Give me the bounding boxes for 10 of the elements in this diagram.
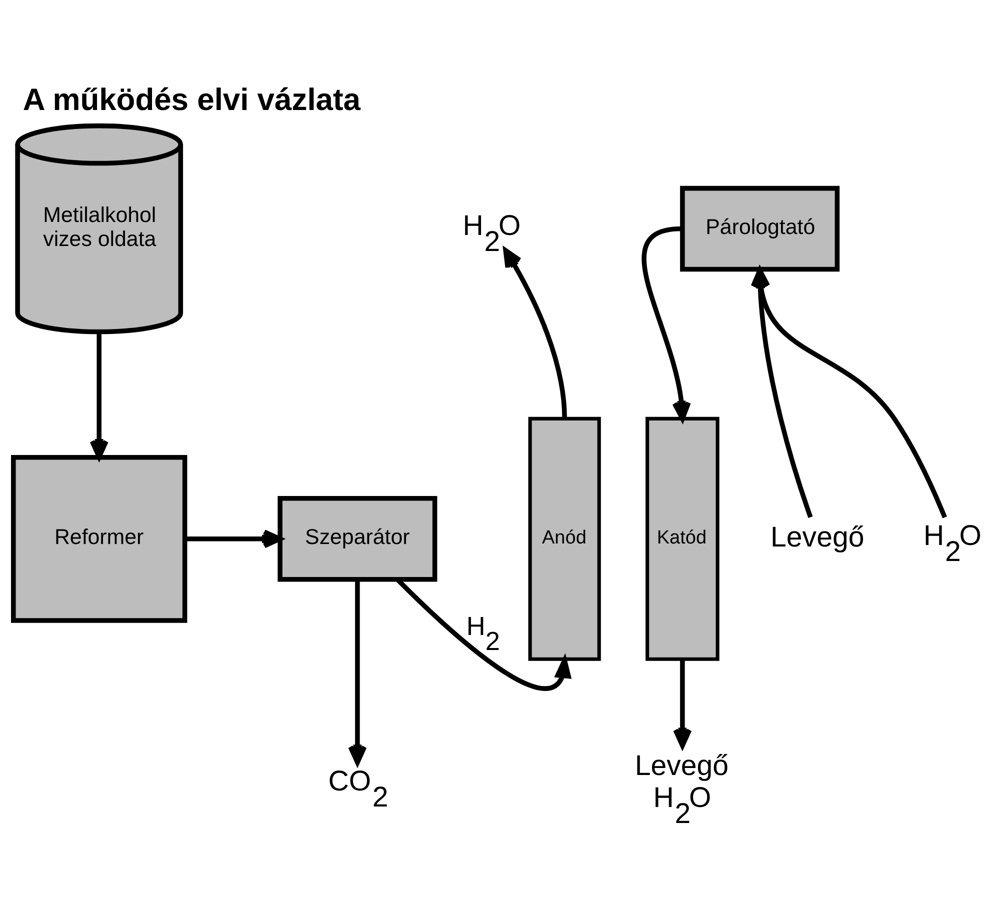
node-box: Párologtató — [680, 186, 840, 272]
node-box: Anód — [528, 416, 601, 661]
node-box: Katód — [646, 416, 720, 661]
arrow — [503, 248, 567, 419]
diagram-title: A működés elvi vázlata — [22, 82, 361, 118]
node-text: Levegő — [770, 521, 864, 554]
arrow — [642, 226, 691, 422]
node-box: Reformer — [11, 454, 188, 623]
arrow — [90, 332, 108, 460]
node-box: Szeparátor — [278, 496, 438, 582]
